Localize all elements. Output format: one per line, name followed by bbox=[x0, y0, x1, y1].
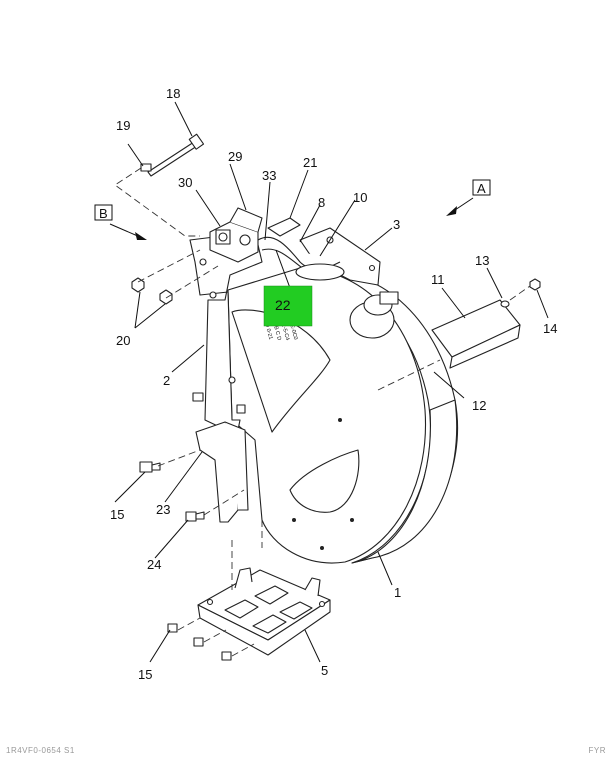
cover-channel bbox=[431, 299, 521, 369]
screw-15-upper bbox=[139, 461, 161, 473]
callout-15-upper: 15 bbox=[110, 507, 124, 522]
callout-2: 2 bbox=[163, 373, 170, 388]
callout-3: 3 bbox=[393, 217, 400, 232]
nut-14 bbox=[529, 278, 541, 291]
callout-30: 30 bbox=[178, 175, 192, 190]
callout-11: 11 bbox=[431, 272, 445, 287]
marking-line-4: D 0-21 bbox=[263, 323, 273, 341]
callout-18: 18 bbox=[166, 86, 180, 101]
footer-code-right: FYR bbox=[588, 746, 606, 755]
callout-5: 5 bbox=[321, 663, 328, 678]
alignment-lines bbox=[114, 167, 531, 657]
footer-code: 1R4VF0-0654 S1 bbox=[6, 746, 75, 755]
highlight-callout-22[interactable]: 22 bbox=[263, 285, 313, 327]
callout-19: 19 bbox=[116, 118, 130, 133]
callouts: 1 2 3 5 8 10 11 12 13 14 15 15 18 19 20 … bbox=[110, 86, 557, 682]
callout-20: 20 bbox=[116, 333, 130, 348]
bolt-18 bbox=[147, 133, 205, 177]
marking-line-2: 1-2-5-C4 bbox=[279, 319, 290, 342]
highlight-box[interactable] bbox=[263, 285, 313, 327]
callout-15-lower: 15 bbox=[138, 667, 152, 682]
view-label-b: B bbox=[99, 206, 108, 221]
highlight-label[interactable]: 22 bbox=[275, 297, 291, 313]
view-label-a: A bbox=[477, 181, 486, 196]
arrow-a-icon bbox=[446, 206, 457, 216]
hose-guide bbox=[349, 291, 399, 339]
callout-23: 23 bbox=[156, 502, 170, 517]
pin-19 bbox=[140, 163, 152, 172]
callout-10: 10 bbox=[353, 190, 367, 205]
part-marking: KCE-0C0 1-2-5-C4 A B C D D 0-21 bbox=[263, 317, 298, 342]
washer-13 bbox=[500, 300, 510, 308]
callout-12: 12 bbox=[472, 398, 486, 413]
callout-14: 14 bbox=[543, 321, 557, 336]
callout-24: 24 bbox=[147, 557, 161, 572]
marking-line-3: A B C D bbox=[271, 321, 282, 341]
marking-line-1: KCE-0C0 bbox=[286, 317, 298, 341]
callout-33: 33 bbox=[262, 168, 276, 183]
nuts-20 bbox=[131, 277, 173, 305]
callout-21: 21 bbox=[303, 155, 317, 170]
view-marker-b: B bbox=[94, 204, 147, 240]
screws-15-lower bbox=[167, 623, 232, 661]
screw-24 bbox=[185, 511, 205, 522]
reel-housing bbox=[227, 267, 459, 564]
spacer-bracket bbox=[195, 421, 249, 523]
callout-29: 29 bbox=[228, 149, 242, 164]
view-marker-a: A bbox=[446, 179, 491, 216]
callout-1: 1 bbox=[394, 585, 401, 600]
callout-8: 8 bbox=[318, 195, 325, 210]
callout-13: 13 bbox=[475, 253, 489, 268]
leader-lines bbox=[114, 101, 549, 663]
valve-assembly bbox=[209, 207, 345, 281]
arrow-b-icon bbox=[135, 232, 147, 240]
